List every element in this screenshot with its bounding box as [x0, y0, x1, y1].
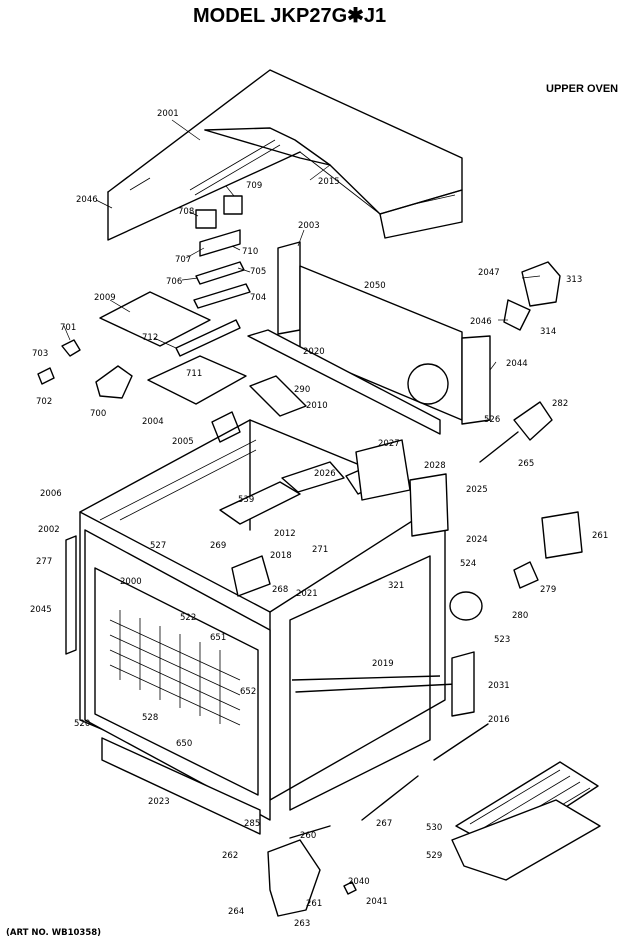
- label-2020: 2020: [303, 347, 325, 357]
- label-528: 528: [142, 713, 158, 723]
- label-2004: 2004: [142, 417, 164, 427]
- label-261: 261: [592, 531, 608, 541]
- label-2000: 2000: [120, 577, 142, 587]
- label-524: 524: [460, 559, 476, 569]
- label-2041: 2041: [366, 897, 388, 907]
- label-2044: 2044: [506, 359, 528, 369]
- label-321: 321: [388, 581, 404, 591]
- label-539: 539: [238, 495, 254, 505]
- label-2001: 2001: [157, 109, 179, 119]
- label-707: 707: [175, 255, 191, 265]
- label-652: 652: [240, 687, 256, 697]
- label-2046: 2046: [76, 195, 98, 205]
- oven-body: [65, 419, 475, 835]
- label-650: 650: [176, 739, 192, 749]
- label-2023: 2023: [148, 797, 170, 807]
- hinge: [267, 825, 357, 917]
- label-277: 277: [36, 557, 52, 567]
- label-2016: 2016: [488, 715, 510, 725]
- label-271: 271: [312, 545, 328, 555]
- label-280: 280: [512, 611, 528, 621]
- label-522: 522: [180, 613, 196, 623]
- right-loose-parts: [361, 511, 583, 821]
- label-700: 700: [90, 409, 106, 419]
- label-2021: 2021: [296, 589, 318, 599]
- label-2025: 2025: [466, 485, 488, 495]
- label-262: 262: [222, 851, 238, 861]
- broiler-pan: [451, 761, 601, 881]
- top-cover: [107, 69, 463, 241]
- label-2031: 2031: [488, 681, 510, 691]
- label-267: 267: [376, 819, 392, 829]
- label-709: 709: [246, 181, 262, 191]
- label-2005: 2005: [172, 437, 194, 447]
- label-313: 313: [566, 275, 582, 285]
- part-labels: 2001 2046 2015 709 708 707 710 2003 706 …: [30, 109, 608, 929]
- label-2003: 2003: [298, 221, 320, 231]
- label-264: 264: [228, 907, 244, 917]
- section-label: UPPER OVEN: [546, 83, 618, 95]
- label-260: 260: [300, 831, 316, 841]
- label-710: 710: [242, 247, 258, 257]
- model-title: MODEL JKP27G✱J1: [193, 5, 386, 27]
- label-704: 704: [250, 293, 266, 303]
- label-703: 703: [32, 349, 48, 359]
- label-2010: 2010: [306, 401, 328, 411]
- label-705: 705: [250, 267, 266, 277]
- label-263: 263: [294, 919, 310, 929]
- label-2047: 2047: [478, 268, 500, 278]
- label-523: 523: [494, 635, 510, 645]
- label-2050: 2050: [364, 281, 386, 291]
- label-282: 282: [552, 399, 568, 409]
- label-529: 529: [426, 851, 442, 861]
- label-261b: 261: [306, 899, 322, 909]
- leader-lines: [63, 119, 541, 371]
- label-526: 526: [484, 415, 500, 425]
- label-2015: 2015: [318, 177, 340, 187]
- label-527: 527: [150, 541, 166, 551]
- label-2024: 2024: [466, 535, 488, 545]
- label-285: 285: [244, 819, 260, 829]
- label-269: 269: [210, 541, 226, 551]
- label-2009: 2009: [94, 293, 116, 303]
- label-2046b: 2046: [470, 317, 492, 327]
- label-701: 701: [60, 323, 76, 333]
- label-2026: 2026: [314, 469, 336, 479]
- rear-panels: [211, 241, 491, 443]
- label-279: 279: [540, 585, 556, 595]
- label-711: 711: [186, 369, 202, 379]
- label-2006: 2006: [40, 489, 62, 499]
- label-2028: 2028: [424, 461, 446, 471]
- latch-assembly: [37, 195, 251, 405]
- label-520: 520: [74, 719, 90, 729]
- label-2018: 2018: [270, 551, 292, 561]
- label-651: 651: [210, 633, 226, 643]
- label-2045: 2045: [30, 605, 52, 615]
- label-706: 706: [166, 277, 182, 287]
- right-fan-parts: [479, 261, 561, 463]
- label-530: 530: [426, 823, 442, 833]
- art-number: (ART NO. WB10358): [6, 928, 101, 938]
- label-708: 708: [178, 207, 194, 217]
- label-2002: 2002: [38, 525, 60, 535]
- label-314: 314: [540, 327, 556, 337]
- label-2012: 2012: [274, 529, 296, 539]
- label-268: 268: [272, 585, 288, 595]
- label-2027: 2027: [378, 439, 400, 449]
- label-2040: 2040: [348, 877, 370, 887]
- label-2019: 2019: [372, 659, 394, 669]
- label-265: 265: [518, 459, 534, 469]
- label-290: 290: [294, 385, 310, 395]
- label-712: 712: [142, 333, 158, 343]
- label-702: 702: [36, 397, 52, 407]
